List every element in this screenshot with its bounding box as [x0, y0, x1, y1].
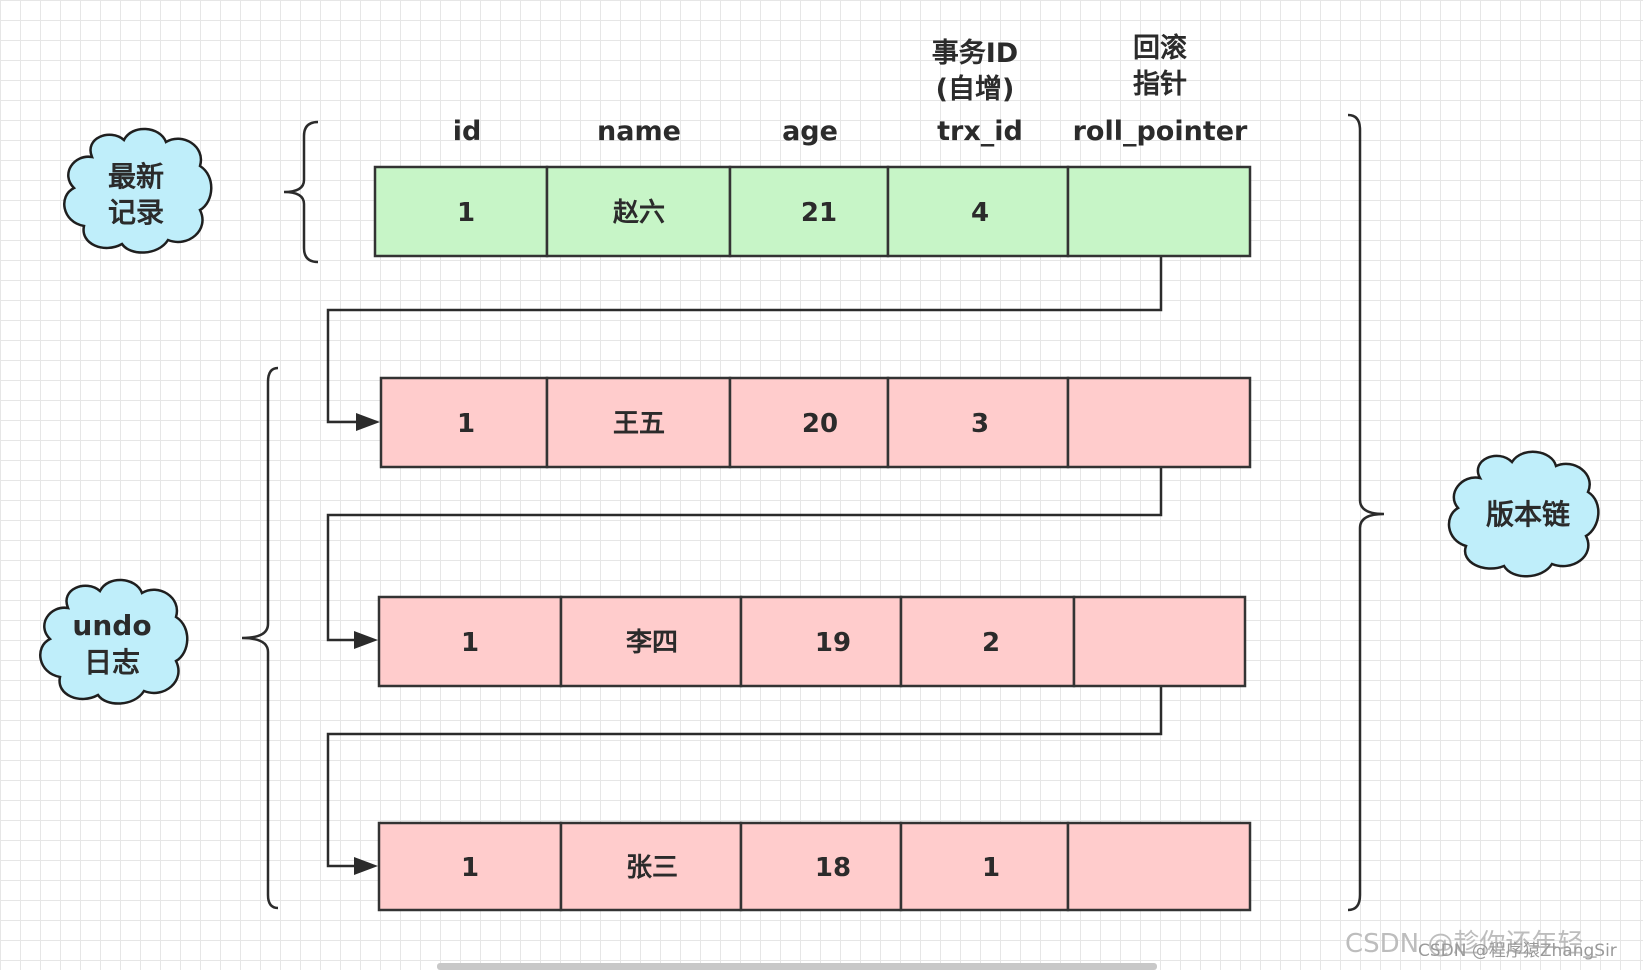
- cell-id: [379, 376, 549, 469]
- value-id: 1: [461, 628, 479, 658]
- pointer-link-3: [326, 686, 1163, 875]
- value-age: 18: [815, 853, 851, 883]
- cell-trx-id: [899, 595, 1076, 688]
- cell-trx-id: [886, 376, 1070, 469]
- undo-log-label-line1: undo: [72, 609, 151, 642]
- latest-record-row: 1 赵六 21 4: [373, 165, 1252, 258]
- latest-record-label-line2: 记录: [108, 196, 164, 229]
- header-id: id: [453, 116, 482, 147]
- latest-record-brace: [283, 120, 319, 264]
- cell-roll-pointer: [1072, 595, 1247, 688]
- cell-id: [373, 165, 549, 258]
- value-age: 21: [801, 198, 837, 228]
- trx-note-line2: (自增): [936, 73, 1015, 105]
- cell-id: [377, 595, 563, 688]
- header-name: name: [597, 116, 681, 147]
- value-trx-id: 1: [982, 853, 1000, 883]
- value-trx-id: 2: [982, 628, 1000, 658]
- pointer-link-1: [326, 256, 1163, 431]
- cell-roll-pointer: [1066, 376, 1252, 469]
- latest-record-cloud: 最新 记录: [63, 127, 213, 254]
- version-chain-cloud: 版本链: [1447, 450, 1600, 578]
- horizontal-scrollbar[interactable]: [437, 963, 1157, 970]
- value-id: 1: [461, 853, 479, 883]
- cell-roll-pointer: [1066, 821, 1252, 912]
- cell-name: [559, 821, 743, 912]
- value-id: 1: [457, 198, 475, 228]
- cell-roll-pointer: [1066, 165, 1252, 258]
- cell-age: [728, 376, 890, 469]
- header-trx-id: trx_id: [937, 116, 1023, 147]
- cell-id: [377, 821, 563, 912]
- value-name: 赵六: [612, 198, 665, 228]
- latest-record-label-line1: 最新: [108, 160, 164, 193]
- cell-trx-id: [886, 165, 1070, 258]
- undo-record-row: 1 王五 20 3: [379, 376, 1252, 469]
- roll-note-line1: 回滚: [1133, 32, 1187, 64]
- value-name: 张三: [626, 853, 678, 883]
- header-age: age: [782, 116, 838, 147]
- version-chain-label: 版本链: [1486, 498, 1570, 531]
- watermark-main: CSDN @趁你还年轻_: [1345, 929, 1597, 959]
- value-trx-id: 3: [971, 409, 989, 439]
- undo-record-row: 1 张三 18 1: [377, 821, 1252, 912]
- version-chain-brace: [1347, 113, 1385, 912]
- value-name: 王五: [613, 409, 665, 439]
- cell-name: [559, 595, 743, 688]
- undo-record-row: 1 李四 19 2: [377, 595, 1247, 688]
- value-age: 19: [815, 628, 851, 658]
- cell-age: [739, 595, 903, 688]
- watermark-overlay: CSDN @程序猿ZhangSir: [1418, 941, 1617, 960]
- value-id: 1: [457, 409, 475, 439]
- roll-note-line2: 指针: [1133, 69, 1187, 100]
- undo-log-cloud: undo 日志: [39, 578, 189, 705]
- undo-log-label-line2: 日志: [84, 646, 140, 679]
- value-trx-id: 4: [971, 198, 989, 228]
- header-roll-pointer: roll_pointer: [1073, 116, 1248, 147]
- value-age: 20: [802, 409, 838, 439]
- undo-log-brace: [241, 366, 279, 910]
- value-name: 李四: [625, 628, 678, 658]
- trx-note-line1: 事务ID: [932, 38, 1018, 69]
- cell-name: [545, 376, 732, 469]
- pointer-link-2: [326, 467, 1163, 649]
